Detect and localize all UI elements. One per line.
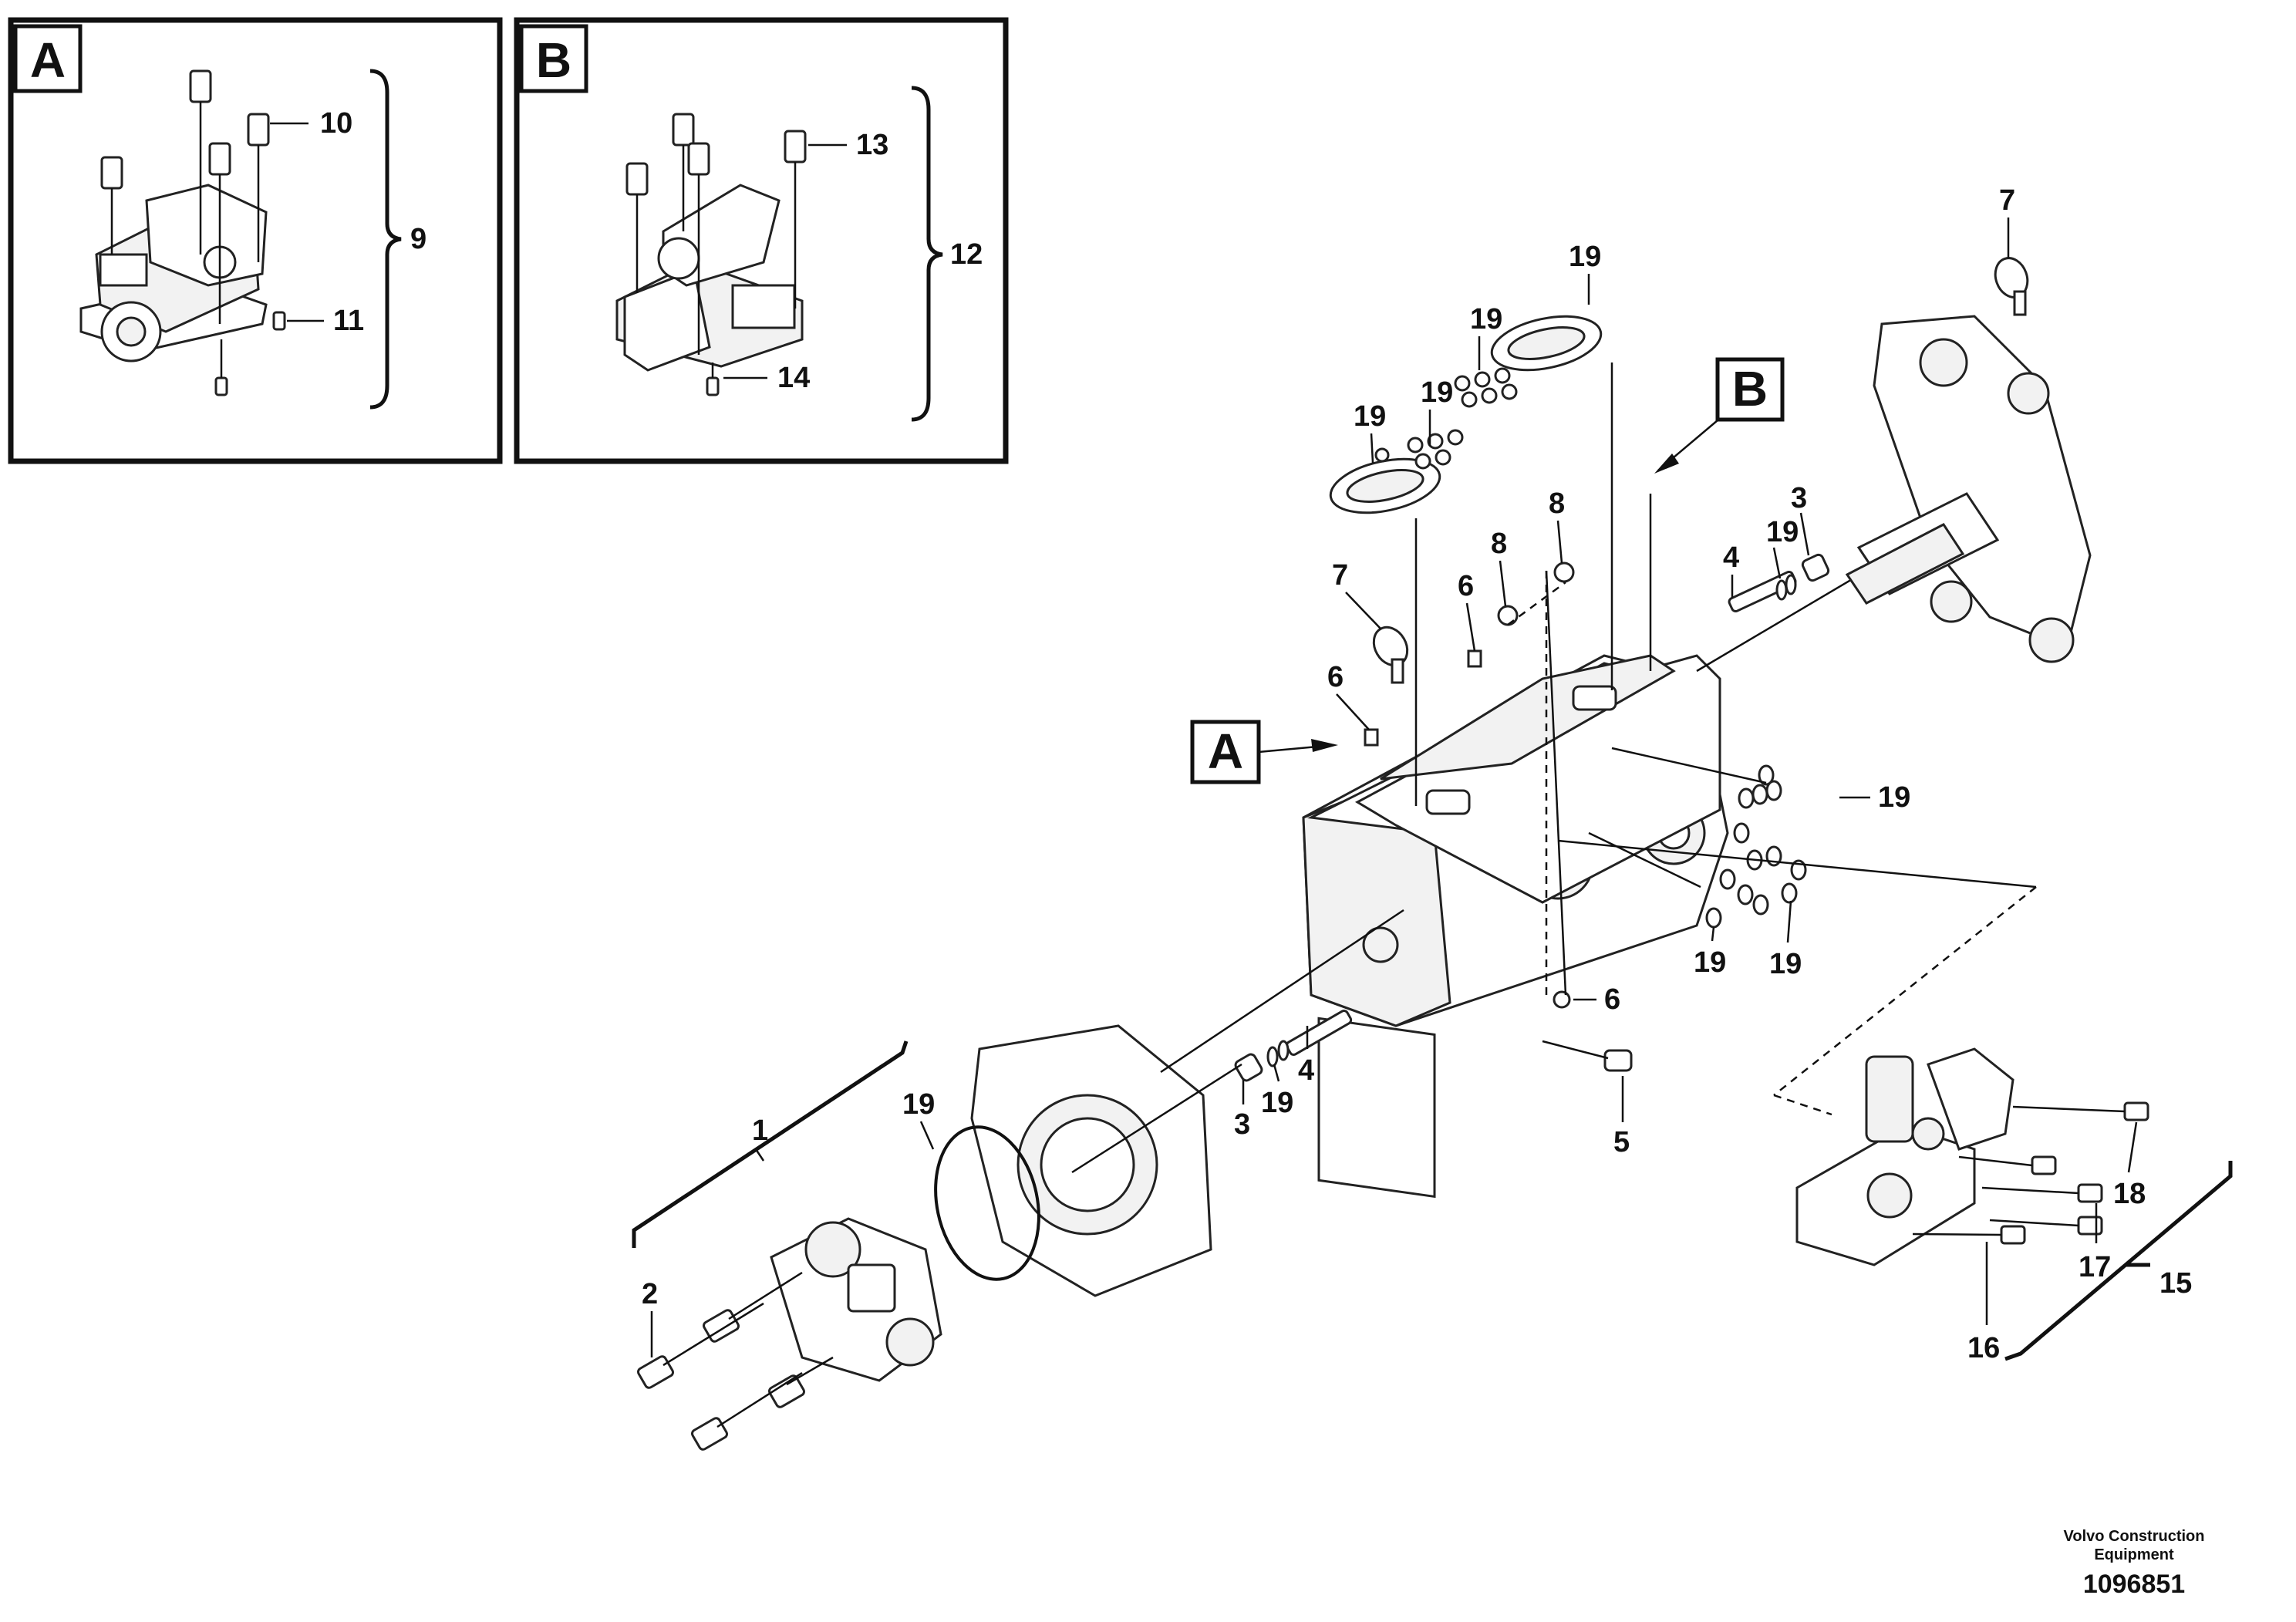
inset-b-tag-box: [519, 24, 588, 93]
solenoid-bolts: [1912, 1101, 2149, 1245]
inset-b: B 13 14 12: [514, 17, 1009, 464]
credit-line-1: Volvo Construction: [2063, 1528, 2205, 1545]
label-7-a: 7: [1332, 559, 1348, 592]
label-19-i: 19: [1261, 1087, 1293, 1119]
inset-a-pin: [272, 311, 286, 331]
label-19-c: 19: [1421, 376, 1453, 409]
label-19-e: 19: [1766, 516, 1799, 548]
label-19-b: 19: [1470, 303, 1502, 336]
label-16: 16: [1967, 1332, 2000, 1364]
inset-b-brace: [911, 86, 943, 422]
solenoid-valve: [1795, 1047, 2014, 1266]
label-19-h: 19: [1769, 948, 1802, 980]
label-19-g: 19: [1694, 946, 1726, 979]
charge-pump: [770, 1217, 942, 1382]
inset-a-label-pins: 11: [333, 305, 364, 337]
inset-a-pin-lower: [214, 376, 228, 396]
credit-line-2: Equipment: [2094, 1546, 2174, 1563]
label-6-b: 6: [1458, 570, 1474, 602]
label-8-b: 8: [1549, 487, 1565, 520]
label-4-front: 4: [1298, 1054, 1314, 1087]
inset-a-label-group: 9: [410, 223, 426, 255]
inset-b-valve-drawing: [615, 184, 804, 372]
inset-a-bolts: [100, 69, 270, 324]
label-4-rear: 4: [1723, 541, 1739, 574]
inset-a-tag-box: [13, 24, 83, 93]
inset-b-label-pins: 14: [777, 362, 810, 394]
main-callout-b-label: B: [1732, 361, 1768, 416]
label-18: 18: [2113, 1178, 2146, 1210]
inset-b-bolts: [625, 113, 807, 355]
inset-b-label-bolts: 13: [856, 129, 888, 161]
inset-a-brace: [369, 69, 402, 410]
drawing-number: 1096851: [2082, 1570, 2186, 1599]
label-6-c: 6: [1604, 983, 1620, 1016]
o-ring: [934, 1125, 1040, 1281]
label-3-rear: 3: [1791, 482, 1807, 514]
inset-a-label-bolts: 10: [320, 107, 352, 140]
small-parts: [1234, 257, 2029, 1082]
label-19-f: 19: [1878, 781, 1910, 814]
assembly-lines: [1071, 363, 2037, 1174]
inset-a-tag: A: [30, 32, 66, 88]
label-15: 15: [2159, 1267, 2192, 1300]
inset-a: A 10 11 9: [8, 17, 503, 464]
label-7-b: 7: [1999, 184, 2015, 217]
label-6-a: 6: [1327, 661, 1344, 693]
label-19-d: 19: [1354, 400, 1386, 433]
label-2: 2: [642, 1278, 658, 1310]
label-3-front: 3: [1234, 1108, 1250, 1141]
main-callout-b: B: [1654, 357, 1785, 474]
label-19-j: 19: [902, 1088, 935, 1121]
inset-b-label-group: 12: [950, 238, 983, 271]
inset-b-tag: B: [536, 32, 571, 88]
label-5: 5: [1613, 1126, 1630, 1158]
inset-b-pin: [706, 376, 720, 396]
charge-pump-bolts: [637, 1271, 834, 1451]
label-8-a: 8: [1491, 528, 1507, 560]
inset-a-valve-drawing: [79, 184, 268, 363]
label-1: 1: [752, 1114, 768, 1147]
main-callout-a: A: [1190, 720, 1338, 784]
main-callout-a-label: A: [1208, 723, 1243, 779]
brace-1: [632, 1040, 909, 1248]
valve-block: [1354, 654, 1721, 904]
publisher-credit: Volvo Construction Equipment 1096851: [2034, 1527, 2234, 1601]
item-labels: 1 2 3 3 4 4 5 6 6 6 7 7 8 8 15 16 17 1: [632, 184, 2233, 1364]
label-19-a: 19: [1569, 241, 1601, 273]
label-17: 17: [2079, 1251, 2111, 1283]
